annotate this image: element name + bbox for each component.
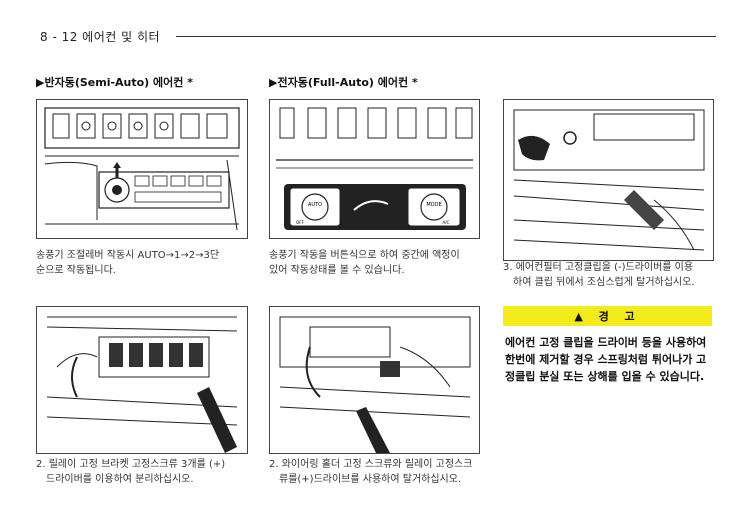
header-rule (176, 36, 716, 37)
full-auto-panel-drawing: AUTO OFF MODE A/C (276, 107, 473, 230)
wiring-holder-drawing (279, 316, 471, 453)
step2a-caption: 2. 릴레이 고정 브라켓 고정스크류 3개를 (+) 드라이버를 이용하여 분… (36, 457, 225, 487)
full-auto-caption: 송풍기 작동을 버튼식으로 하여 중간에 액정이 있어 작동상태를 볼 수 있습… (269, 248, 460, 278)
warning-header: ▲ 경 고 (503, 306, 712, 326)
caption-line: 드라이버를 이용하여 분리하십시오. (46, 474, 194, 485)
ac-label: A/C (443, 220, 450, 225)
filter-clip-figure (503, 99, 714, 261)
caption-line: 2. 릴레이 고정 브라켓 고정스크류 3개를 (+) (36, 459, 226, 470)
step3-caption: 3. 에어컨필터 고정클립을 (-)드라이버를 이용 하여 클립 뒤에서 조심스… (503, 260, 695, 290)
wiring-holder-figure (269, 306, 480, 454)
semi-auto-title: ▶반자동(Semi-Auto) 에어컨 * (36, 76, 193, 89)
off-label: OFF (296, 220, 304, 225)
page-header: 8 - 12 에어컨 및 히터 (40, 30, 161, 44)
semi-auto-panel-drawing (44, 107, 240, 231)
caption-line: 류를(+)드라이브를 사용하여 탈거하십시오. (279, 474, 462, 485)
full-auto-panel-figure: AUTO OFF MODE A/C (269, 99, 480, 239)
full-auto-title: ▶전자동(Full-Auto) 에어컨 * (269, 76, 418, 89)
caption-line: 송풍기 조절레버 작동시 AUTO→1→2→3단 (36, 250, 220, 261)
caption-line: 2. 와이어링 홀더 고정 스크류와 릴레이 고정스크 (269, 459, 473, 470)
filter-clip-drawing (513, 109, 705, 251)
relay-bracket-figure (36, 306, 248, 454)
step2b-caption: 2. 와이어링 홀더 고정 스크류와 릴레이 고정스크 류를(+)드라이브를 사… (269, 457, 472, 487)
caption-line: 순으로 작동됩니다. (36, 265, 116, 276)
caption-line: 3. 에어컨필터 고정클립을 (-)드라이버를 이용 (503, 262, 694, 273)
relay-bracket-drawing (46, 316, 238, 453)
mode-label: MODE (426, 202, 441, 208)
semi-auto-panel-figure (36, 99, 248, 239)
warning-body: 에어컨 고정 클립을 드라이버 등을 사용하여 한번에 제거할 경우 스프링처럼… (505, 336, 707, 383)
semi-auto-caption: 송풍기 조절레버 작동시 AUTO→1→2→3단 순으로 작동됩니다. (36, 248, 219, 278)
caption-line: 하여 클립 뒤에서 조심스럽게 탈거하십시오. (513, 277, 695, 288)
auto-label: AUTO (308, 202, 322, 208)
caption-line: 송풍기 작동을 버튼식으로 하여 중간에 액정이 (269, 250, 460, 261)
caption-line: 있어 작동상태를 볼 수 있습니다. (269, 265, 405, 276)
